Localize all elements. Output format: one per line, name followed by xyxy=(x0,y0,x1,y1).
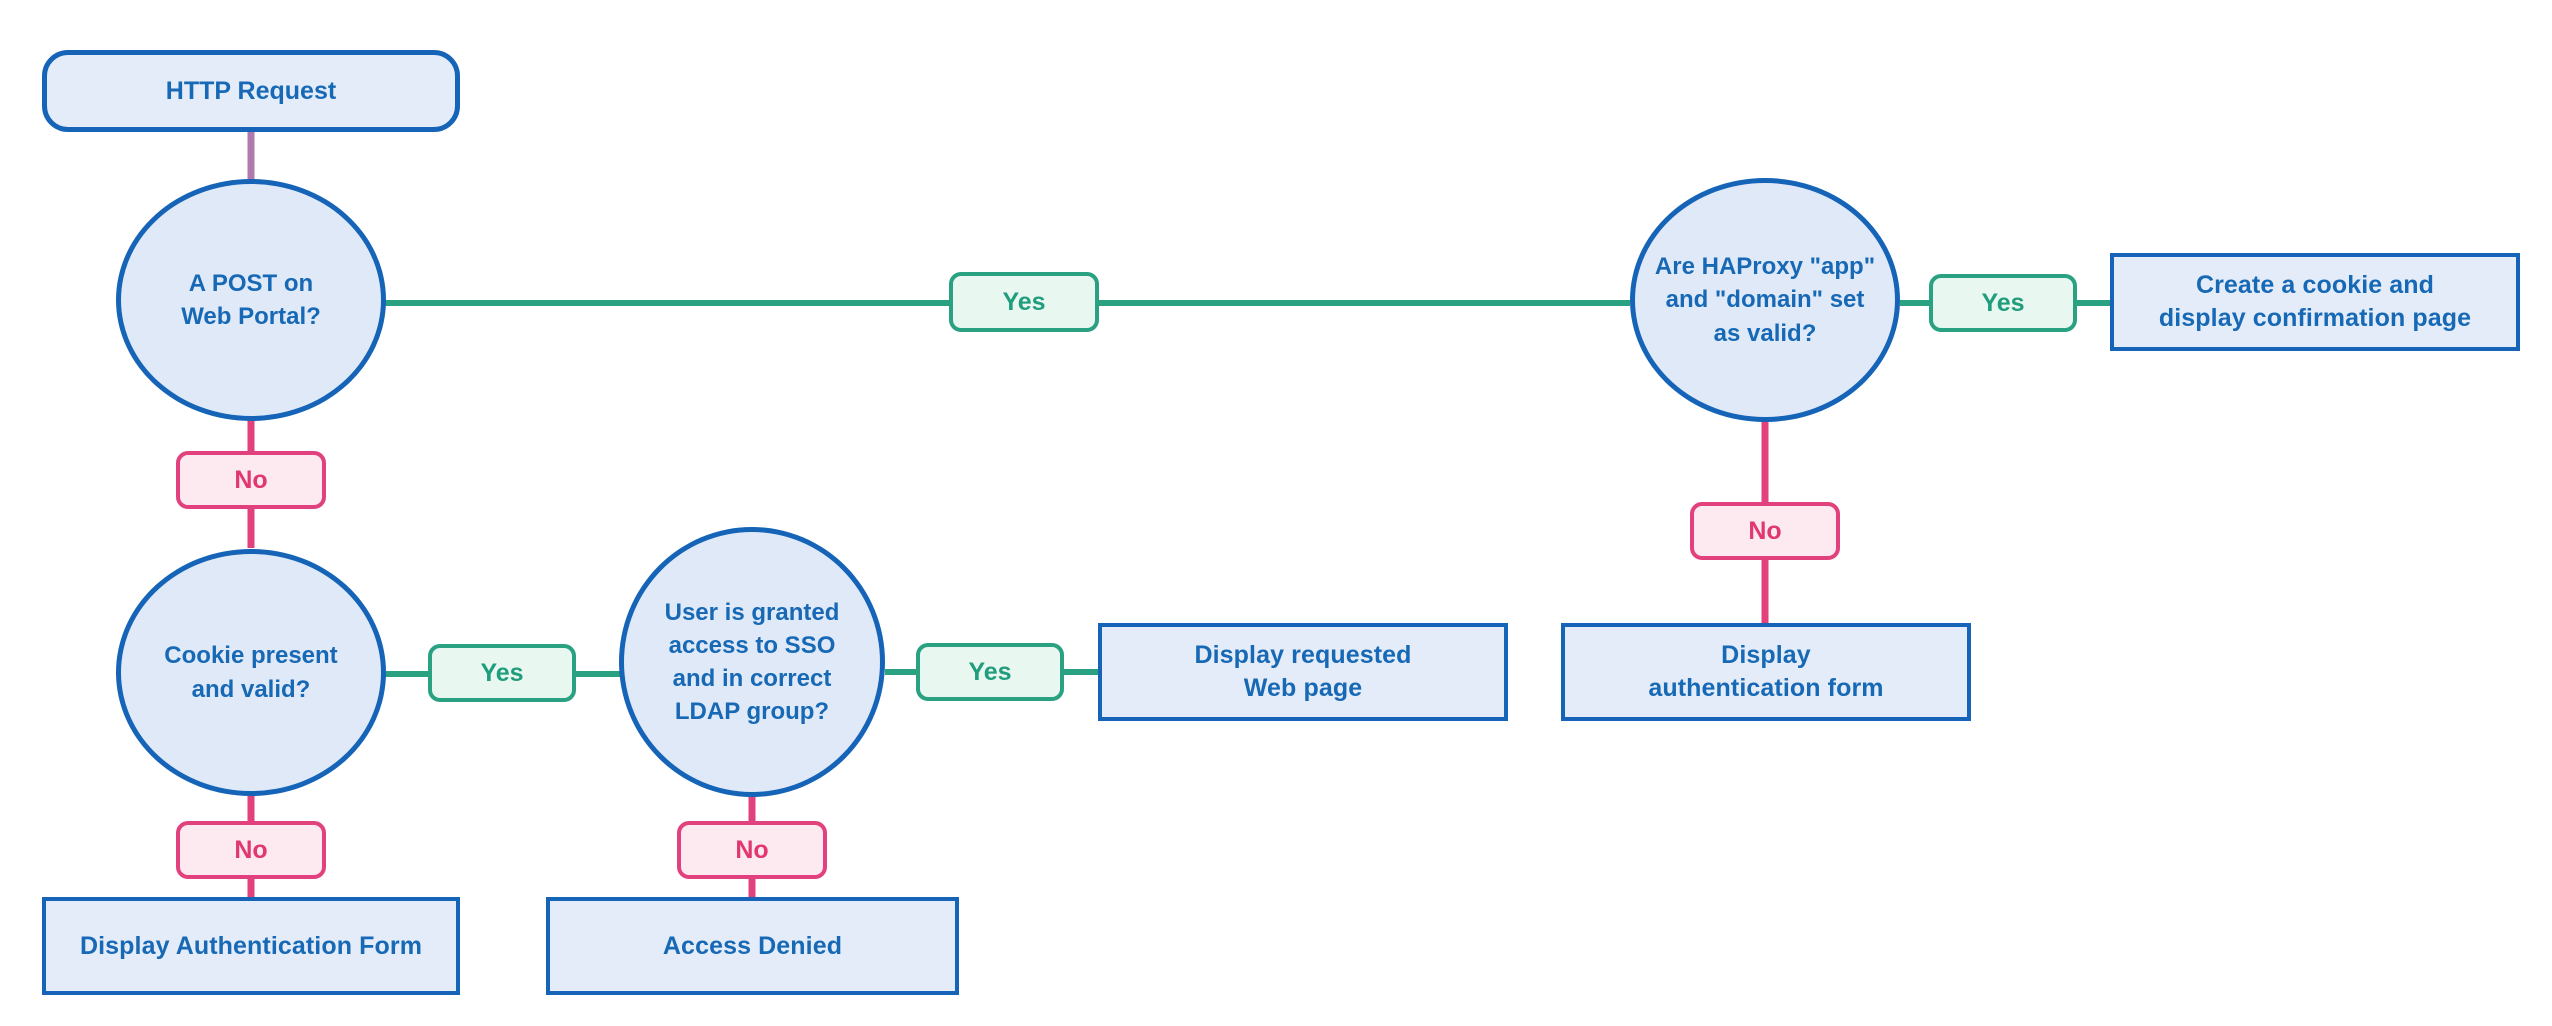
edge-label-haproxy-to-create-yes: Yes xyxy=(1929,274,2077,332)
edge-label-post-to-haproxy-yes: Yes xyxy=(949,272,1099,332)
node-user-granted-sso-ldap[interactable]: User is granted access to SSO and in cor… xyxy=(619,527,885,797)
node-display-authentication-form-right[interactable]: Display authentication form xyxy=(1561,623,1971,721)
edge-label-user-to-denied-no: No xyxy=(677,821,827,879)
edge-label-cookie-to-user-yes: Yes xyxy=(428,644,576,702)
edge-label-cookie-to-authform-no: No xyxy=(176,821,326,879)
node-post-on-web-portal[interactable]: A POST on Web Portal? xyxy=(116,179,386,421)
node-cookie-present-and-valid[interactable]: Cookie present and valid? xyxy=(116,549,386,796)
edge-label-haproxy-to-authform-no: No xyxy=(1690,502,1840,560)
node-display-requested-web-page[interactable]: Display requested Web page xyxy=(1098,623,1508,721)
node-display-authentication-form-left[interactable]: Display Authentication Form xyxy=(42,897,460,995)
node-access-denied[interactable]: Access Denied xyxy=(546,897,959,995)
node-create-cookie-confirmation[interactable]: Create a cookie and display confirmation… xyxy=(2110,253,2520,351)
node-haproxy-app-domain-valid[interactable]: Are HAProxy "app" and "domain" set as va… xyxy=(1630,178,1900,422)
edge-label-post-to-cookie-no: No xyxy=(176,451,326,509)
node-http-request[interactable]: HTTP Request xyxy=(42,50,460,132)
edge-label-user-to-webpage-yes: Yes xyxy=(916,643,1064,701)
